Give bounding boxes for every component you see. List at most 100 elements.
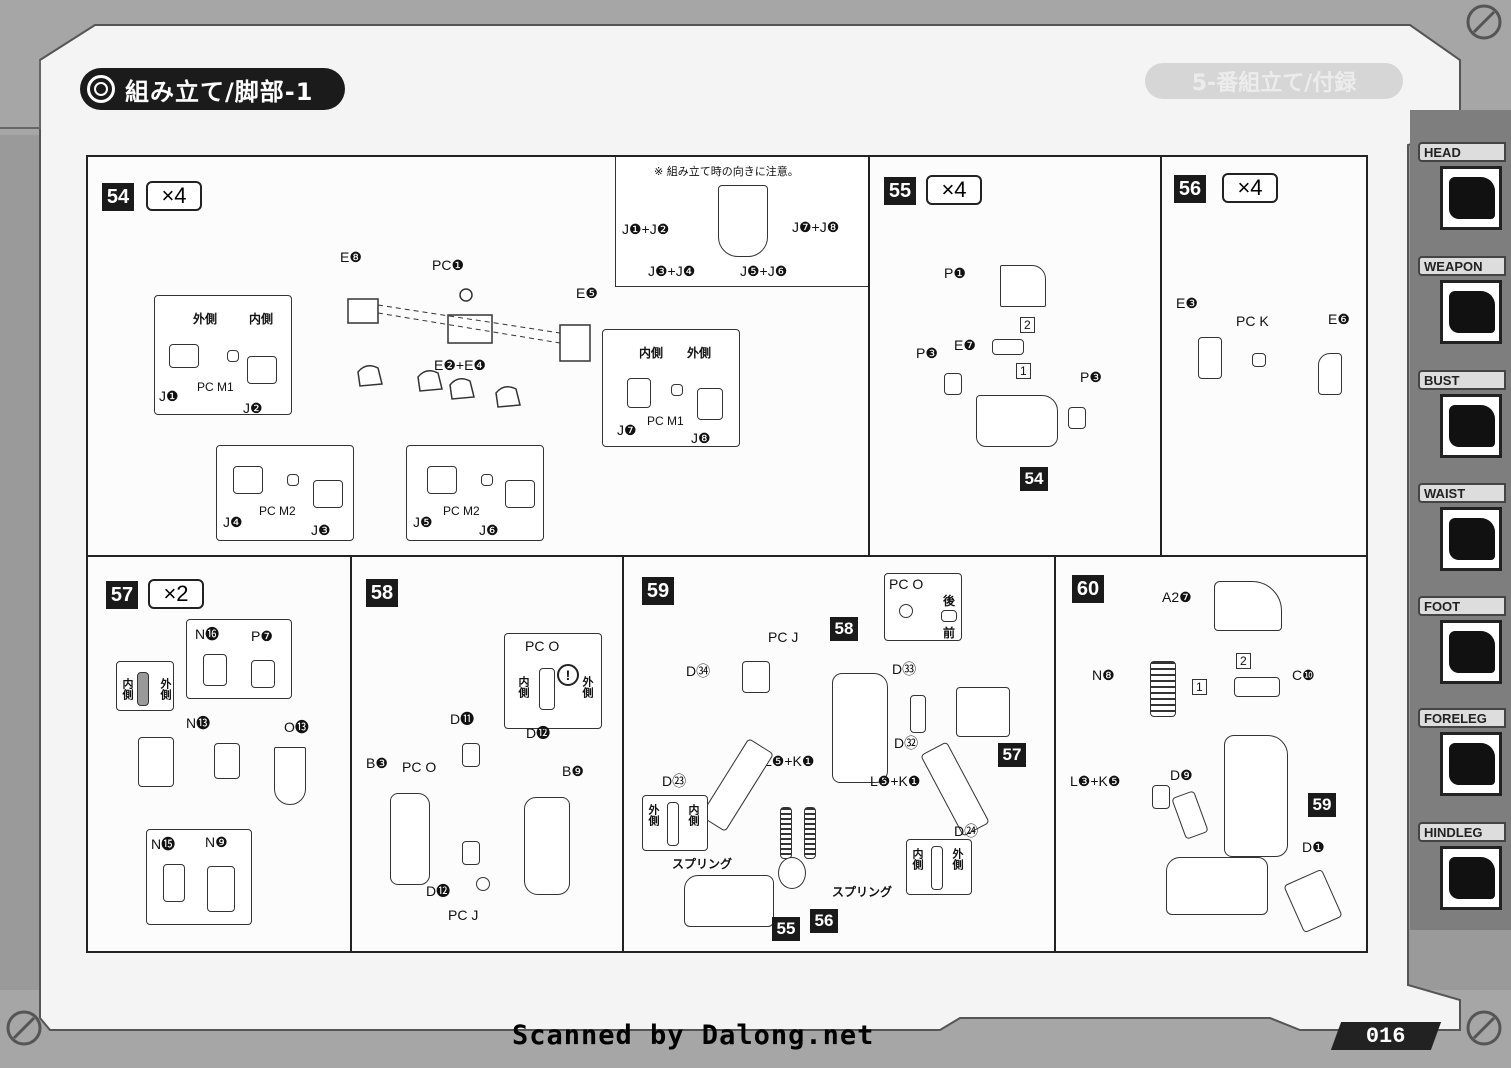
order-number: 2 [1236,653,1251,669]
part-pc-m1 [671,384,683,396]
foot-assembly [684,875,774,927]
foot-thumbnail-icon [1440,620,1502,684]
sidebar-tab-bust[interactable]: BUST [1418,370,1506,458]
instruction-grid: 54 ×4 ※ 組み立て時の向きに注意。 J❶+J❷ J❼+J❽ J❸+J❹ J… [86,155,1368,953]
part-label: L❸+K❺ [1070,773,1121,789]
part-label: B❾ [562,763,584,779]
step-number: 59 [642,577,674,605]
part-label: E❷+E❹ [434,357,486,373]
head-thumbnail-icon [1440,166,1502,230]
detail-box-j5-j6: J❺ PC M2 J❻ [406,445,544,541]
weapon-thumbnail-icon [1440,280,1502,344]
sidebar-tab-head[interactable]: HEAD [1418,142,1506,230]
step-number: 56 [1174,175,1206,203]
step-55-panel: 55 ×4 P❶ E❼ P❸ P❸ 2 1 54 [870,157,1162,557]
sidebar-tab-hindleg[interactable]: HINDLEG [1418,822,1506,910]
page-number-text: 016 [1366,1023,1406,1049]
caution-icon: ! [557,664,579,686]
part-label: P❸ [1080,369,1102,385]
side-label: 内側 [517,676,529,698]
part-o13 [274,747,306,805]
reference-step: 57 [998,743,1026,767]
part-label: E❽ [340,249,362,265]
part-j2 [247,356,277,384]
step-57-panel: 57 ×2 N⓰ P❼ 内側 外側 N⓭ O⓭ N⓯ N❾ [88,557,352,953]
spring-piston [667,802,679,846]
detail-box-inner-outer-right: 内側 外側 [906,839,972,895]
step-number: 54 [102,183,134,211]
order-number: 1 [1192,679,1207,695]
sidebar-tab-foreleg[interactable]: FORELEG [1418,708,1506,796]
upper-leg-assembly [832,673,888,783]
leg-assembly [976,395,1058,447]
part-label: E❻ [1328,311,1350,327]
part-label: PC M1 [647,414,684,428]
part-claw-57 [956,687,1010,737]
sidebar-tab-waist[interactable]: WAIST [1418,483,1506,571]
order-number: 1 [1016,363,1031,379]
hindleg-thumbnail-icon [1440,846,1502,910]
side-label: 内側 [639,346,664,360]
reference-step: 54 [1020,467,1048,491]
part-p7-connector [214,743,240,779]
side-label: 内側 [249,312,274,326]
step-54-assembly-diagram [347,288,591,408]
part-label: N⓭ [186,715,211,731]
step-60-panel: 60 A2❼ 2 N❽ 1 C❿ L❸+K❺ D❾ 59 D❶ [1056,557,1366,953]
sidebar-tab-weapon[interactable]: WEAPON [1418,256,1506,344]
part-label: J❸ [311,522,331,538]
side-label: 内側 [121,678,133,700]
part-label: N⓰ [195,626,220,642]
part-label: D㉔ [954,823,979,839]
part-label: P❶ [944,265,966,281]
multiplier-badge: ×4 [146,181,202,211]
detail-box-outer-inner-left: 外側 内側 [642,795,708,851]
part-label: D❾ [1170,767,1193,783]
gear-icon [87,75,115,103]
scan-credit: Scanned by Dalong.net [512,1020,875,1051]
part-label: J❶+J❷ [622,221,670,237]
direction-label: 後 [943,594,956,608]
part-n13-body [138,737,174,787]
part-j7 [627,378,651,408]
side-label: 内側 [911,848,923,870]
multiplier-badge: ×4 [1222,173,1278,203]
part-j1 [169,344,199,368]
spring-left [780,807,792,859]
part-label: E❸ [1176,295,1198,311]
page-title-text: 組み立て/脚部-1 [125,77,314,106]
tab-label: FOOT [1418,596,1506,616]
part-p1 [1000,265,1046,307]
tab-label: FORELEG [1418,708,1506,728]
part-label: J❺+J❻ [740,263,788,279]
detail-box-n16-p7: N⓰ P❼ [186,619,292,699]
part-e3 [1198,337,1222,379]
sidebar-tab-foot[interactable]: FOOT [1418,596,1506,684]
part-label: PC O [402,759,437,775]
detail-box-j1-j2: 外側 内側 J❶ PC M1 J❷ [154,295,292,416]
part-label: A2❼ [1162,589,1192,605]
part-n8 [1150,661,1176,717]
part-l3-k5 [1152,785,1170,809]
spring-piston [931,846,943,890]
part-j6 [505,480,535,508]
page-title: 組み立て/脚部-1 [80,68,345,110]
side-label: 外側 [581,676,593,698]
part-label: L❺+K❶ [870,773,921,789]
foreleg-thumbnail-icon [1440,732,1502,796]
part-pc-j [476,877,490,891]
direction-marker [941,610,957,622]
part-label: D㉜ [894,735,919,751]
side-label: 外側 [951,848,963,870]
part-pc-m1 [227,350,239,362]
part-d34 [742,661,770,693]
side-indicator [137,672,149,706]
part-label: O⓭ [284,719,309,735]
spring-right [804,807,816,859]
part-label: PC M2 [259,504,296,518]
tab-label: BUST [1418,370,1506,390]
part-label: J❷ [243,400,263,416]
part-pc-o [899,604,913,618]
tab-label: HINDLEG [1418,822,1506,842]
part-label: J❹ [223,514,243,530]
